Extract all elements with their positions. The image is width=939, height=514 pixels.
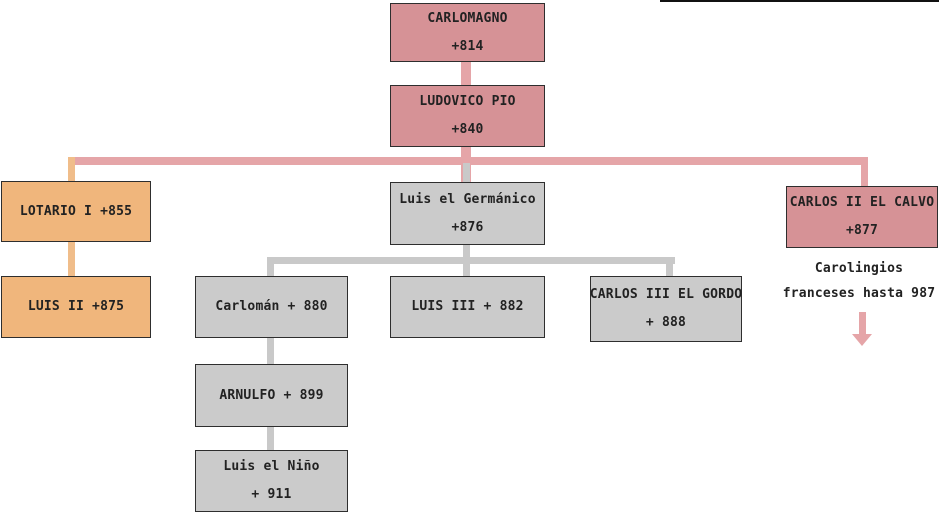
top-rule bbox=[660, 0, 939, 2]
node-name: CARLOS III EL GORDO bbox=[589, 287, 743, 302]
node-luis-ii: LUIS II +875 bbox=[1, 276, 151, 338]
node-name: Luis el Niño bbox=[223, 459, 320, 474]
connector-bar-luis3 bbox=[463, 257, 470, 277]
node-arnulfo: ARNULFO + 899 bbox=[195, 364, 348, 427]
node-carlos-ii-el-calvo: CARLOS II EL CALVO +877 bbox=[786, 186, 938, 248]
node-name: CARLOS II EL CALVO bbox=[789, 195, 935, 210]
connector-bar-lotario bbox=[68, 157, 75, 182]
node-name: LOTARIO I +855 bbox=[19, 203, 133, 219]
node-carlos-iii-el-gordo: CARLOS III EL GORDO + 888 bbox=[590, 276, 742, 342]
node-carloman: Carlomán + 880 bbox=[195, 276, 348, 338]
node-date: +840 bbox=[451, 122, 484, 137]
node-name: Luis el Germánico bbox=[399, 191, 536, 207]
node-carlomagno: CARLOMAGNO +814 bbox=[390, 3, 545, 62]
node-date: +877 bbox=[845, 223, 879, 238]
arrow-down-icon bbox=[852, 334, 872, 346]
node-luis-el-nino: Luis el Niño + 911 bbox=[195, 450, 348, 512]
connector-germanico-sons-bar bbox=[267, 257, 675, 264]
node-lotario-i: LOTARIO I +855 bbox=[1, 181, 151, 242]
node-date: + 888 bbox=[645, 315, 687, 330]
node-name: ARNULFO + 899 bbox=[219, 387, 324, 403]
connector-bar-carloman bbox=[267, 257, 274, 277]
node-date: +814 bbox=[451, 38, 484, 54]
node-name: Carlomán + 880 bbox=[215, 299, 328, 314]
carolingios-annotation: Carolingios franceses hasta 987 bbox=[782, 261, 936, 301]
node-name: LUDOVICO PIO bbox=[419, 94, 516, 109]
node-date: +876 bbox=[451, 219, 484, 235]
node-luis-iii: LUIS III + 882 bbox=[390, 276, 545, 338]
connector-carloman-arnulfo bbox=[267, 338, 274, 365]
connector-carlos-calvo-arrow bbox=[859, 312, 866, 336]
connector-sons-bar bbox=[68, 157, 868, 165]
node-luis-el-germanico: Luis el Germánico +876 bbox=[390, 182, 545, 245]
connector-arnulfo-nino bbox=[267, 427, 274, 451]
node-ludovico-pio: LUDOVICO PIO +840 bbox=[390, 85, 545, 147]
node-name: CARLOMAGNO bbox=[427, 10, 508, 26]
node-name: LUIS III + 882 bbox=[411, 299, 524, 314]
node-date: + 911 bbox=[251, 487, 292, 502]
connector-lotario-luis2 bbox=[68, 242, 75, 277]
connector-bar-carlos3 bbox=[666, 257, 673, 277]
connector-bar-germanico bbox=[463, 163, 470, 183]
connector-carlomagno-ludovico bbox=[461, 62, 471, 86]
node-name: LUIS II +875 bbox=[27, 299, 125, 314]
connector-bar-carlos-calvo bbox=[861, 157, 868, 187]
